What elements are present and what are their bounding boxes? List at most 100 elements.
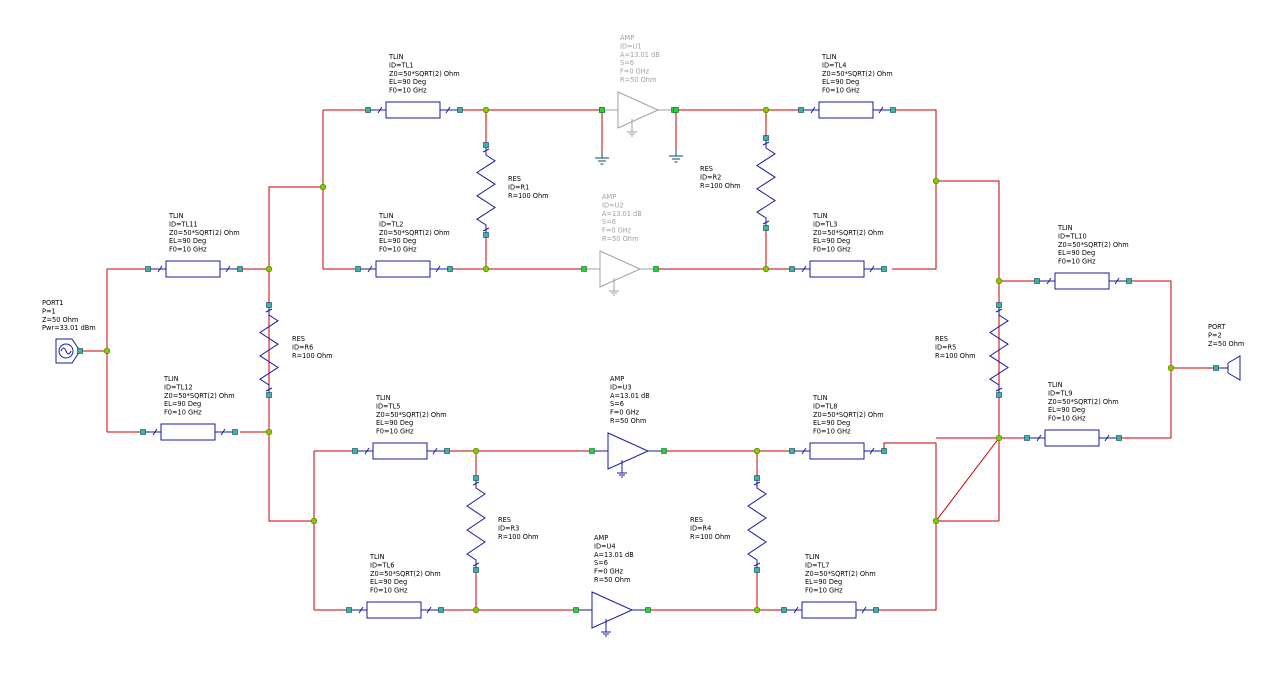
tlin-tl5[interactable] [355, 442, 447, 460]
resistor-r1[interactable] [476, 145, 496, 235]
label-u3-id: ID=U3 [610, 383, 632, 391]
junction-node[interactable] [265, 428, 273, 436]
pin-connector[interactable] [77, 348, 83, 354]
pin-connector[interactable] [444, 448, 450, 454]
tlin-tl1[interactable] [368, 101, 460, 119]
pin-connector[interactable] [781, 607, 787, 613]
junction-node[interactable] [932, 517, 940, 525]
pin-connector[interactable] [789, 266, 795, 272]
pin-connector[interactable] [589, 448, 595, 454]
pin-connector[interactable] [365, 107, 371, 113]
pin-connector[interactable] [438, 607, 444, 613]
pin-connector[interactable] [873, 607, 879, 613]
amplifier-u4[interactable] [576, 591, 648, 637]
pin-connector[interactable] [673, 107, 679, 113]
pin-connector[interactable] [798, 107, 804, 113]
tlin-tl6[interactable] [349, 601, 441, 619]
pin-connector[interactable] [763, 225, 769, 231]
pin-connector[interactable] [573, 607, 579, 613]
junction-node[interactable] [1167, 364, 1175, 372]
pin-connector[interactable] [1126, 278, 1132, 284]
pin-connector[interactable] [473, 567, 479, 573]
pin-connector[interactable] [355, 266, 361, 272]
label-tl12-type: TLIN [163, 375, 179, 383]
tlin-tl8[interactable] [792, 442, 884, 460]
tlin-tl3[interactable] [792, 260, 884, 278]
tlin-tl12[interactable] [143, 423, 235, 441]
junction-node[interactable] [932, 177, 940, 185]
pin-connector[interactable] [483, 142, 489, 148]
pin-connector[interactable] [763, 135, 769, 141]
resistor-r4[interactable] [747, 478, 767, 570]
junction-node[interactable] [472, 447, 480, 455]
pin-connector[interactable] [140, 429, 146, 435]
pin-connector[interactable] [266, 302, 272, 308]
label-u1-s: S=6 [620, 59, 634, 67]
pin-connector[interactable] [599, 107, 605, 113]
pin-connector[interactable] [653, 266, 659, 272]
pin-connector[interactable] [232, 429, 238, 435]
pin-connector[interactable] [447, 266, 453, 272]
pin-connector[interactable] [661, 448, 667, 454]
junction-node[interactable] [482, 265, 490, 273]
ground-icon [595, 152, 609, 165]
tlin-tl10[interactable] [1037, 272, 1129, 290]
amplifier-u1[interactable] [602, 91, 674, 137]
label-tl12-z0: Z0=50*SQRT(2) Ohm [164, 392, 235, 400]
port1-source[interactable] [55, 338, 81, 364]
junction-node[interactable] [319, 183, 327, 191]
junction-node[interactable] [995, 277, 1003, 285]
amplifier-u3[interactable] [592, 432, 664, 478]
pin-connector[interactable] [789, 448, 795, 454]
pin-connector[interactable] [1213, 365, 1219, 371]
label-u4-f: F=0 GHz [594, 568, 624, 576]
pin-connector[interactable] [457, 107, 463, 113]
junction-node[interactable] [753, 606, 761, 614]
pin-connector[interactable] [996, 392, 1002, 398]
pin-connector[interactable] [346, 607, 352, 613]
tlin-tl4[interactable] [801, 101, 893, 119]
resistor-r3[interactable] [466, 478, 486, 570]
pin-connector[interactable] [1116, 435, 1122, 441]
pin-connector[interactable] [266, 392, 272, 398]
pin-connector[interactable] [645, 607, 651, 613]
pin-connector[interactable] [890, 107, 896, 113]
resistor-r2[interactable] [756, 138, 776, 228]
pin-connector[interactable] [237, 266, 243, 272]
pin-connector[interactable] [473, 475, 479, 481]
pin-connector[interactable] [996, 302, 1002, 308]
tlin-tl9[interactable] [1027, 429, 1119, 447]
pin-connector[interactable] [581, 266, 587, 272]
pin-connector[interactable] [881, 448, 887, 454]
junction-node[interactable] [265, 265, 273, 273]
pin-connector[interactable] [352, 448, 358, 454]
tlin-tl7[interactable] [784, 601, 876, 619]
pin-connector[interactable] [754, 475, 760, 481]
pin-connector[interactable] [1034, 278, 1040, 284]
pin-connector[interactable] [881, 266, 887, 272]
junction-node[interactable] [762, 265, 770, 273]
amplifier-u2[interactable] [584, 250, 656, 296]
junction-node[interactable] [995, 434, 1003, 442]
port2-termination[interactable] [1216, 355, 1241, 381]
resistor-r6[interactable] [259, 305, 279, 395]
tlin-tl11[interactable] [148, 260, 240, 278]
tlin-tl2[interactable] [358, 260, 450, 278]
junction-node[interactable] [472, 606, 480, 614]
pin-connector[interactable] [145, 266, 151, 272]
pin-connector[interactable] [483, 232, 489, 238]
junction-node[interactable] [310, 517, 318, 525]
label-tl7-el: EL=90 Deg [805, 578, 842, 586]
label-r4-id: ID=R4 [690, 524, 711, 532]
junction-node[interactable] [762, 106, 770, 114]
pin-connector[interactable] [1024, 435, 1030, 441]
junction-node[interactable] [753, 447, 761, 455]
junction-node[interactable] [482, 106, 490, 114]
pin-connector[interactable] [754, 567, 760, 573]
resistor-r5[interactable] [989, 305, 1009, 395]
junction-node[interactable] [103, 347, 111, 355]
